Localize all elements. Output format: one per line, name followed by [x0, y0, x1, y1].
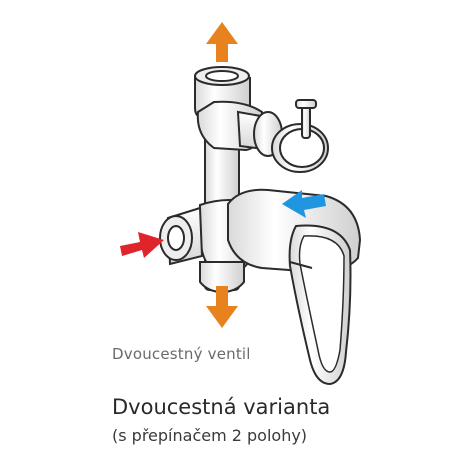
arrow-up-icon [206, 22, 238, 62]
valve-label: Dvoucestný ventil [112, 345, 251, 363]
arrow-right-icon [120, 232, 164, 258]
valve-body [159, 66, 362, 386]
arrow-left-icon [282, 190, 326, 218]
caption-subtitle: (s přepínačem 2 polohy) [112, 426, 308, 445]
arrow-down-icon [206, 286, 238, 328]
caption-title: Dvoucestná varianta [112, 395, 331, 419]
